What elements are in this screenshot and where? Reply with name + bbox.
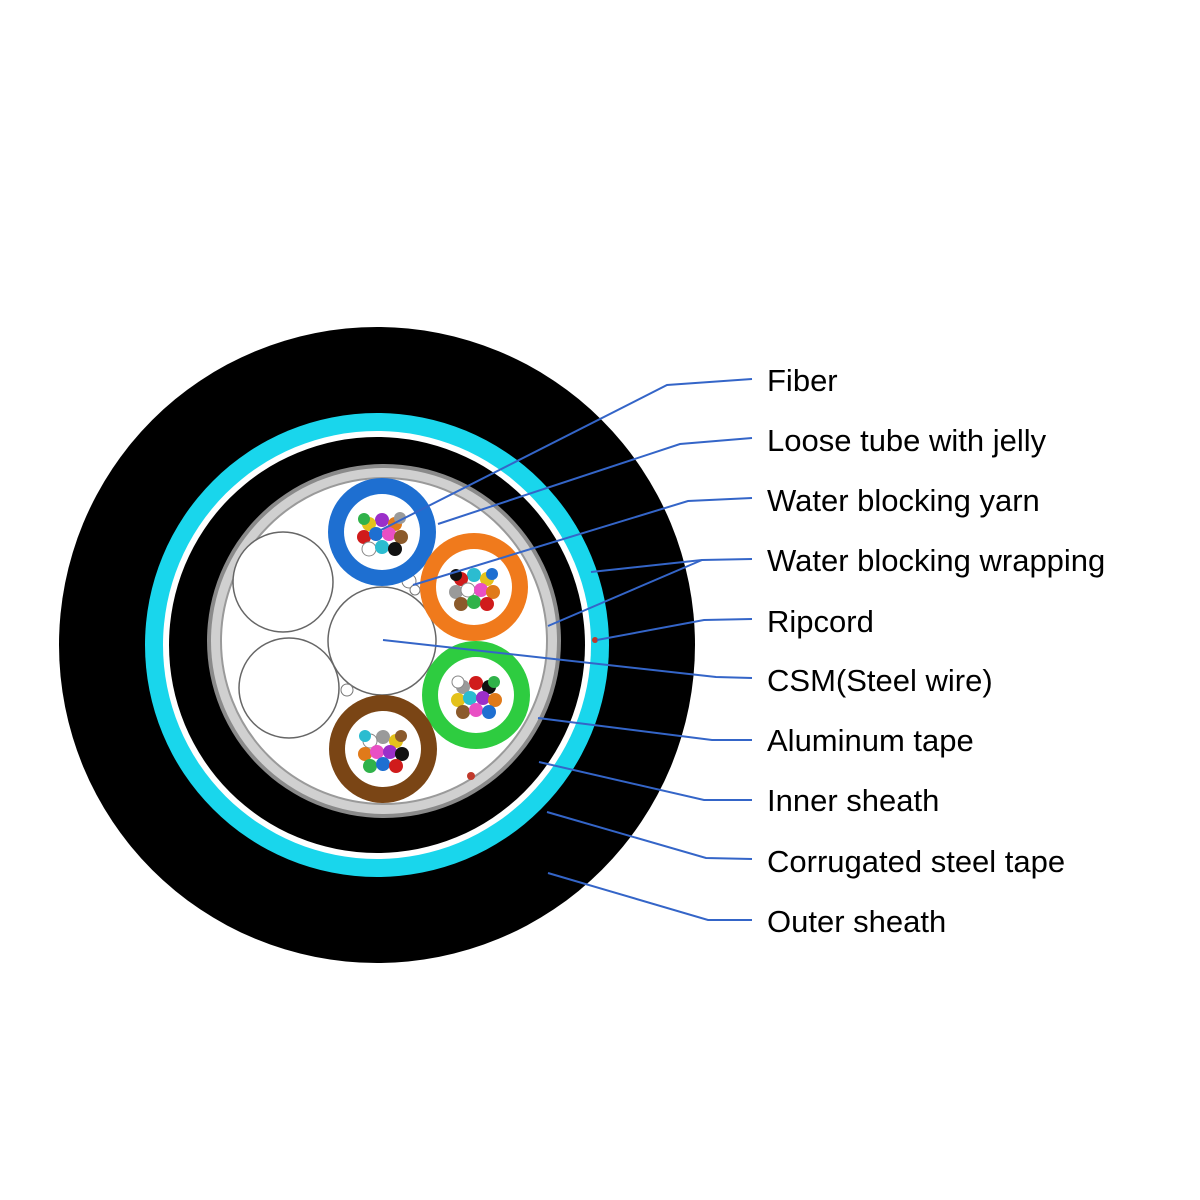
water-blocking-yarn-strand bbox=[409, 584, 421, 596]
leader-line-fiber bbox=[380, 378, 753, 531]
leader-line-csm bbox=[382, 639, 753, 679]
loose-tube-orange bbox=[420, 533, 528, 641]
label-corrugated-steel-tape: Corrugated steel tape bbox=[767, 844, 1065, 879]
leader-line-aluminum-tape bbox=[537, 717, 752, 741]
loose-tube-brown bbox=[329, 695, 437, 803]
label-inner-sheath: Inner sheath bbox=[767, 783, 939, 818]
label-aluminum-tape: Aluminum tape bbox=[767, 723, 974, 758]
leader-line-inner-sheath bbox=[538, 761, 752, 801]
leader-line-water-blocking-wrapping-2 bbox=[547, 559, 703, 627]
ripcord bbox=[467, 772, 475, 780]
filler-rod bbox=[232, 531, 334, 633]
ripcord bbox=[592, 637, 598, 643]
water-blocking-yarn-strand bbox=[340, 683, 354, 697]
label-outer-sheath: Outer sheath bbox=[767, 904, 946, 939]
leader-lines bbox=[380, 378, 753, 921]
leader-line-loose-tube bbox=[437, 437, 753, 525]
leader-line-water-blocking-yarn bbox=[412, 497, 753, 586]
filler-rod bbox=[238, 637, 340, 739]
label-fiber: Fiber bbox=[767, 363, 838, 398]
leader-line-outer-sheath bbox=[547, 872, 752, 921]
fiber-bundle bbox=[451, 675, 502, 719]
loose-tube-green bbox=[422, 641, 530, 749]
cable-cross-section bbox=[59, 327, 695, 963]
label-water-blocking-wrapping: Water blocking wrapping bbox=[767, 543, 1105, 578]
leader-line-ripcord bbox=[596, 618, 753, 641]
fiber-bundle bbox=[449, 568, 500, 611]
fiber-bundle bbox=[358, 730, 409, 773]
central-strength-member bbox=[327, 586, 437, 696]
label-csm-steel-wire: CSM(Steel wire) bbox=[767, 663, 993, 698]
leader-line-corrugated-steel-tape bbox=[546, 811, 753, 860]
fiber-bundle bbox=[357, 512, 408, 557]
label-ripcord: Ripcord bbox=[767, 604, 874, 639]
loose-tube-blue bbox=[328, 478, 436, 586]
label-water-blocking-yarn: Water blocking yarn bbox=[767, 483, 1040, 518]
labels: Fiber Loose tube with jelly Water blocki… bbox=[767, 363, 1105, 939]
label-loose-tube-with-jelly: Loose tube with jelly bbox=[767, 423, 1047, 458]
